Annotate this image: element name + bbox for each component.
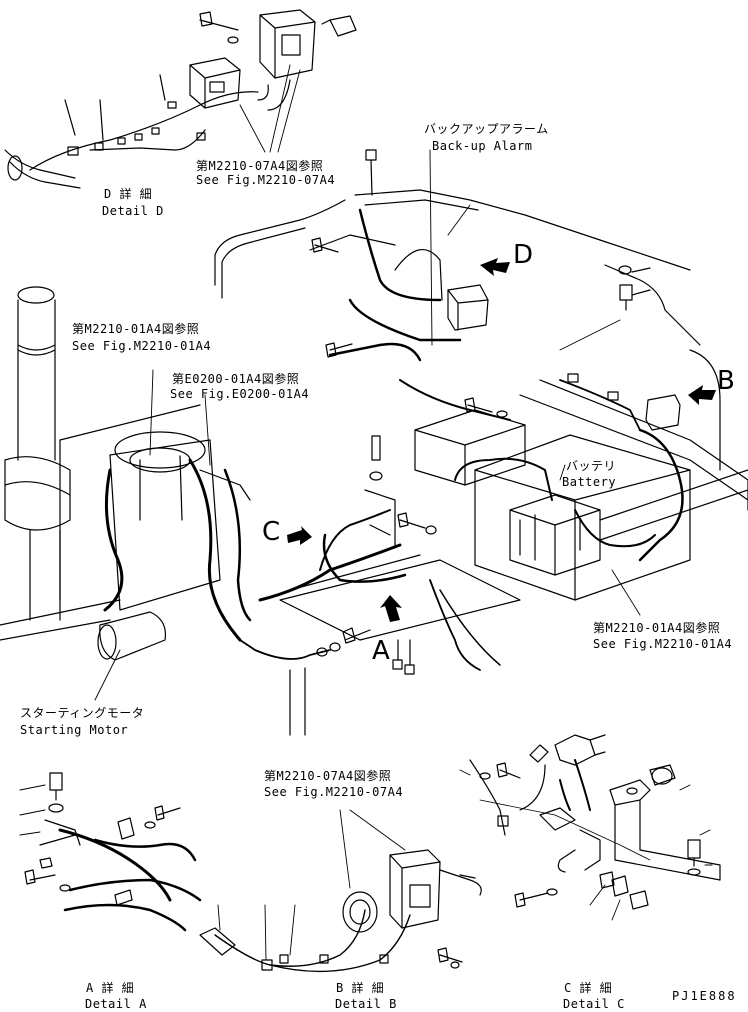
- backup-alarm-label-en: Back-up Alarm: [432, 139, 533, 153]
- view-letter-c: C: [262, 517, 281, 547]
- ref-e0200-01a4-jp: 第E0200-01A4図参照: [172, 372, 300, 386]
- ref-m2210-01a4-right-jp: 第M2210-01A4図参照: [593, 621, 721, 635]
- detail-d-view: [4, 9, 357, 189]
- detail-c-title-en: Detail C: [563, 997, 625, 1011]
- detail-b-title-jp: B 詳 細: [336, 981, 385, 995]
- ref-m2210-01a4-left-en: See Fig.M2210-01A4: [72, 339, 212, 353]
- starting-motor-label-en: Starting Motor: [20, 723, 129, 737]
- ref-m2210-01a4-left-jp: 第M2210-01A4図参照: [72, 322, 200, 336]
- detail-a-title-jp: A 詳 細: [86, 981, 135, 995]
- drawing-code: PJ1E888: [672, 989, 737, 1003]
- detail-c-title-jp: C 詳 細: [564, 981, 613, 995]
- detail-d-title-en: Detail D: [102, 204, 164, 218]
- backup-alarm-label-jp: バックアップアラーム: [424, 122, 549, 136]
- ref-m2210-07a4-bottom-en: See Fig.M2210-07A4: [264, 785, 404, 799]
- battery-label-jp: バッテリ: [566, 459, 617, 473]
- ref-m2210-07a4-bottom-jp: 第M2210-07A4図参照: [264, 769, 392, 783]
- view-letter-d: D: [513, 240, 534, 270]
- ref-m2210-07a4-top-jp: 第M2210-07A4図参照: [196, 159, 324, 173]
- main-assembly: [0, 149, 748, 736]
- detail-a-view: [19, 772, 202, 932]
- battery-label-en: Battery: [562, 475, 617, 489]
- detail-b-title-en: Detail B: [335, 997, 397, 1011]
- detail-d-title-jp: D 詳 細: [104, 187, 153, 201]
- ref-m2210-01a4-right-en: See Fig.M2210-01A4: [593, 637, 733, 651]
- ref-m2210-07a4-top-en: See Fig.M2210-07A4: [196, 173, 336, 187]
- view-letter-b: B: [717, 366, 735, 396]
- starting-motor-label-jp: スターティングモータ: [20, 706, 145, 720]
- detail-c-view: [459, 734, 721, 921]
- ref-e0200-01a4-en: See Fig.E0200-01A4: [170, 387, 310, 401]
- detail-b-view: [199, 809, 482, 973]
- detail-a-title-en: Detail A: [85, 997, 147, 1011]
- view-letter-a: A: [372, 636, 390, 666]
- view-arrows: [287, 258, 716, 622]
